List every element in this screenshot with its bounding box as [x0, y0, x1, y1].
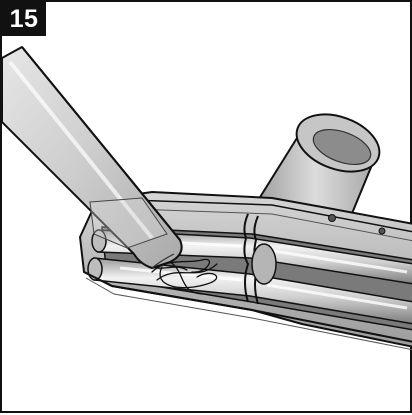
brush-roller-lower — [87, 257, 412, 325]
step-number-badge: 15 — [2, 2, 46, 36]
roller-divider — [243, 213, 277, 305]
crevice-tool — [2, 46, 183, 269]
nozzle-clear-cover — [89, 197, 168, 249]
nozzle-front-lip — [83, 271, 412, 343]
